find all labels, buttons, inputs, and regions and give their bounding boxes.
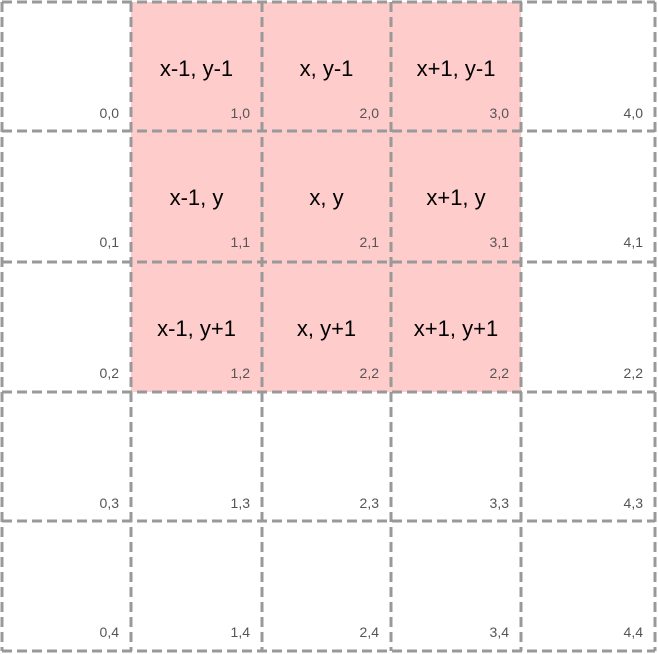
cell-coordinate-label: 2,0: [359, 105, 379, 121]
cell-coordinate-label: 1,2: [230, 365, 250, 381]
grid-cell: 3,4: [391, 521, 521, 651]
grid-cell: 0,1: [2, 131, 131, 262]
cell-coordinate-label: 3,4: [489, 624, 509, 640]
grid-cell: 1,3: [131, 392, 262, 521]
cell-coordinate-label: 0,3: [99, 495, 119, 511]
cell-highlight: [262, 262, 391, 392]
cell-highlight: [391, 262, 521, 392]
cell-highlight: [131, 131, 262, 262]
cell-coordinate-label: 2,2: [359, 365, 379, 381]
cell-coordinate-label: 4,3: [623, 495, 643, 511]
cell-coordinate-label: 1,4: [230, 624, 250, 640]
grid-cell: 0,3: [2, 392, 131, 521]
grid-cell: 2,4: [262, 521, 391, 651]
grid-cell: 4,4: [521, 521, 655, 651]
cell-neighbor-label: x+1, y+1: [413, 316, 499, 341]
cell-coordinate-label: 0,1: [99, 234, 119, 250]
grid-cell: x+1, y 3,1: [391, 131, 521, 262]
cell-coordinate-label: 1,0: [230, 105, 250, 121]
cell-coordinate-label: 0,4: [99, 624, 119, 640]
cell-coordinate-label: 2,3: [359, 495, 379, 511]
grid-cell: x, y-1 2,0: [262, 2, 391, 131]
grid-cell: x+1, y-1 3,0: [391, 2, 521, 131]
grid-cell: 0,0: [2, 2, 131, 131]
cell-neighbor-label: x, y-1: [299, 56, 354, 81]
grid-cell: 4,3: [521, 392, 655, 521]
cell-coordinate-label: 0,0: [99, 105, 119, 121]
cell-neighbor-label: x+1, y-1: [416, 56, 496, 81]
cell-coordinate-label: 2,2: [623, 365, 643, 381]
cell-highlight: [391, 2, 521, 131]
cell-coordinate-label: 0,2: [99, 365, 119, 381]
cell-highlight: [131, 2, 262, 131]
cell-highlight: [262, 131, 391, 262]
cell-neighbor-label: x, y+1: [296, 316, 357, 341]
grid-cell: 2,2: [521, 262, 655, 392]
cell-coordinate-label: 2,2: [489, 365, 509, 381]
cell-neighbor-label: x-1, y-1: [159, 56, 234, 81]
cell-coordinate-label: 2,1: [359, 234, 379, 250]
cell-coordinate-label: 1,3: [230, 495, 250, 511]
cell-coordinate-label: 2,4: [359, 624, 379, 640]
cell-highlight: [262, 2, 391, 131]
cell-highlight: [391, 131, 521, 262]
cell-neighbor-label: x-1, y: [169, 185, 224, 210]
cell-neighbor-label: x, y: [309, 185, 344, 210]
cell-coordinate-label: 3,0: [489, 105, 509, 121]
cell-highlight: [131, 262, 262, 392]
grid-cell: x-1, y-1 1,0: [131, 2, 262, 131]
grid-cell: 4,0: [521, 2, 655, 131]
cell-neighbor-label: x+1, y: [426, 185, 486, 210]
cell-coordinate-label: 1,1: [230, 234, 250, 250]
grid-cell: x, y 2,1: [262, 131, 391, 262]
cell-coordinate-label: 4,0: [623, 105, 643, 121]
grid-cell: 4,1: [521, 131, 655, 262]
grid-cell: 0,4: [2, 521, 131, 651]
grid-cell: 1,4: [131, 521, 262, 651]
grid-cell: x, y+1 2,2: [262, 262, 391, 392]
grid-cell: x-1, y 1,1: [131, 131, 262, 262]
cell-neighbor-label: x-1, y+1: [157, 316, 236, 341]
cell-coordinate-label: 4,1: [623, 234, 643, 250]
grid-cell: x+1, y+1 2,2: [391, 262, 521, 392]
cell-coordinate-label: 3,1: [489, 234, 509, 250]
grid-cell: 0,2: [2, 262, 131, 392]
grid-cell: x-1, y+1 1,2: [131, 262, 262, 392]
cell-coordinate-label: 4,4: [623, 624, 643, 640]
grid-cell: 2,3: [262, 392, 391, 521]
cell-coordinate-label: 3,3: [489, 495, 509, 511]
grid-cell: 3,3: [391, 392, 521, 521]
